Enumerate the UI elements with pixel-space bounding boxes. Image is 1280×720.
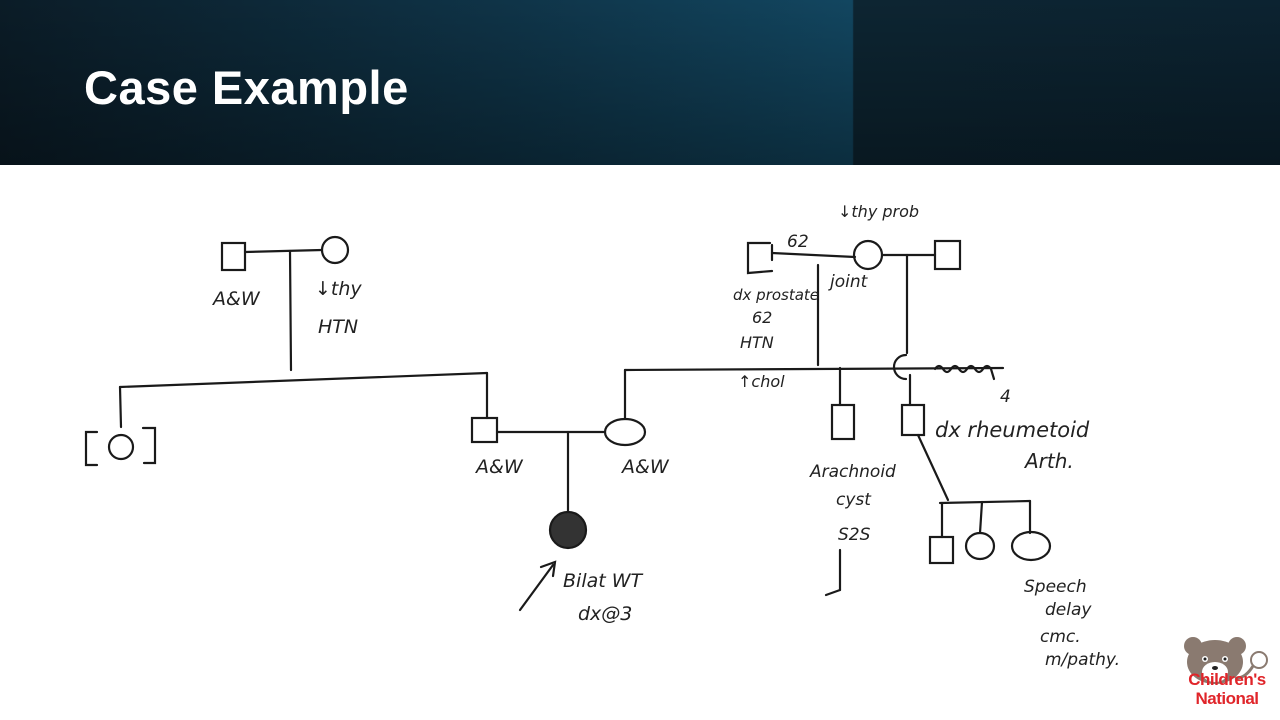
label: dx prostate bbox=[733, 286, 819, 304]
cousin-circle bbox=[964, 531, 996, 561]
label: Arth. bbox=[1023, 449, 1074, 473]
logo-line2: National bbox=[1195, 689, 1259, 708]
label: dx@3 bbox=[578, 603, 632, 625]
sibship-line bbox=[118, 371, 489, 389]
sibship-wavy-line bbox=[933, 364, 996, 381]
label: ↓thy bbox=[315, 278, 362, 300]
descent-line bbox=[916, 433, 950, 502]
paternal-grandfather-square bbox=[220, 241, 247, 272]
label: A&W bbox=[474, 456, 524, 478]
cousin-affected-circle bbox=[1010, 530, 1052, 562]
label: HTN bbox=[318, 316, 358, 338]
marriage-line bbox=[243, 248, 324, 254]
label: delay bbox=[1045, 600, 1092, 620]
label: dx rheumetoid bbox=[935, 418, 1090, 442]
label: 4 bbox=[1000, 387, 1011, 407]
cousin-square bbox=[928, 535, 955, 565]
label: S2S bbox=[838, 525, 871, 545]
label: cyst bbox=[836, 490, 872, 510]
maternal-grandfather-square bbox=[746, 241, 774, 275]
label: Arachnoid bbox=[809, 462, 896, 482]
childrens-national-bear-logo bbox=[1184, 637, 1268, 684]
proband-arrow bbox=[518, 563, 555, 612]
deceased-mark bbox=[824, 588, 842, 597]
mother-circle bbox=[603, 417, 647, 447]
paternal-grandmother-circle bbox=[320, 235, 350, 265]
label: cmc. bbox=[1040, 627, 1081, 647]
adopted-brackets bbox=[84, 426, 157, 467]
maternal-sibship-line bbox=[623, 366, 1005, 372]
descent-line bbox=[288, 249, 293, 372]
father-square bbox=[470, 416, 499, 444]
aunt-circle bbox=[107, 433, 135, 461]
label: 62 bbox=[787, 232, 809, 252]
label: 62 bbox=[752, 308, 772, 327]
label: joint bbox=[828, 272, 869, 292]
logo-line1: Children's bbox=[1188, 670, 1266, 689]
label: A&W bbox=[620, 456, 670, 478]
half-sibling-symbol bbox=[892, 353, 908, 381]
label: ↓thy prob bbox=[838, 202, 919, 221]
proband-affected-circle bbox=[548, 510, 588, 550]
label: Bilat WT bbox=[563, 570, 644, 592]
label: HTN bbox=[740, 333, 774, 352]
descent-line bbox=[118, 385, 123, 429]
label: Speech bbox=[1024, 577, 1087, 597]
maternal-grandmother-circle bbox=[852, 239, 884, 271]
uncle-square bbox=[830, 403, 856, 441]
descent-line bbox=[978, 500, 984, 535]
sibship-line bbox=[938, 499, 1032, 505]
label: ↑chol bbox=[738, 372, 785, 391]
logo-wordmark: Children's National bbox=[1180, 670, 1274, 708]
uncle2-square bbox=[900, 403, 926, 437]
slide-title: Case Example bbox=[84, 61, 409, 114]
marriage-line bbox=[770, 251, 857, 259]
arrow-head-icon bbox=[539, 560, 557, 578]
maternal-step-grandfather-square bbox=[933, 239, 962, 271]
pedigree-drawing: A&W ↓thy HTN A&W A&W Bilat WT dx@3 62 dx… bbox=[84, 202, 1120, 670]
slide-header bbox=[0, 0, 1280, 165]
label: m/pathy. bbox=[1045, 650, 1120, 670]
label: A&W bbox=[211, 288, 261, 310]
